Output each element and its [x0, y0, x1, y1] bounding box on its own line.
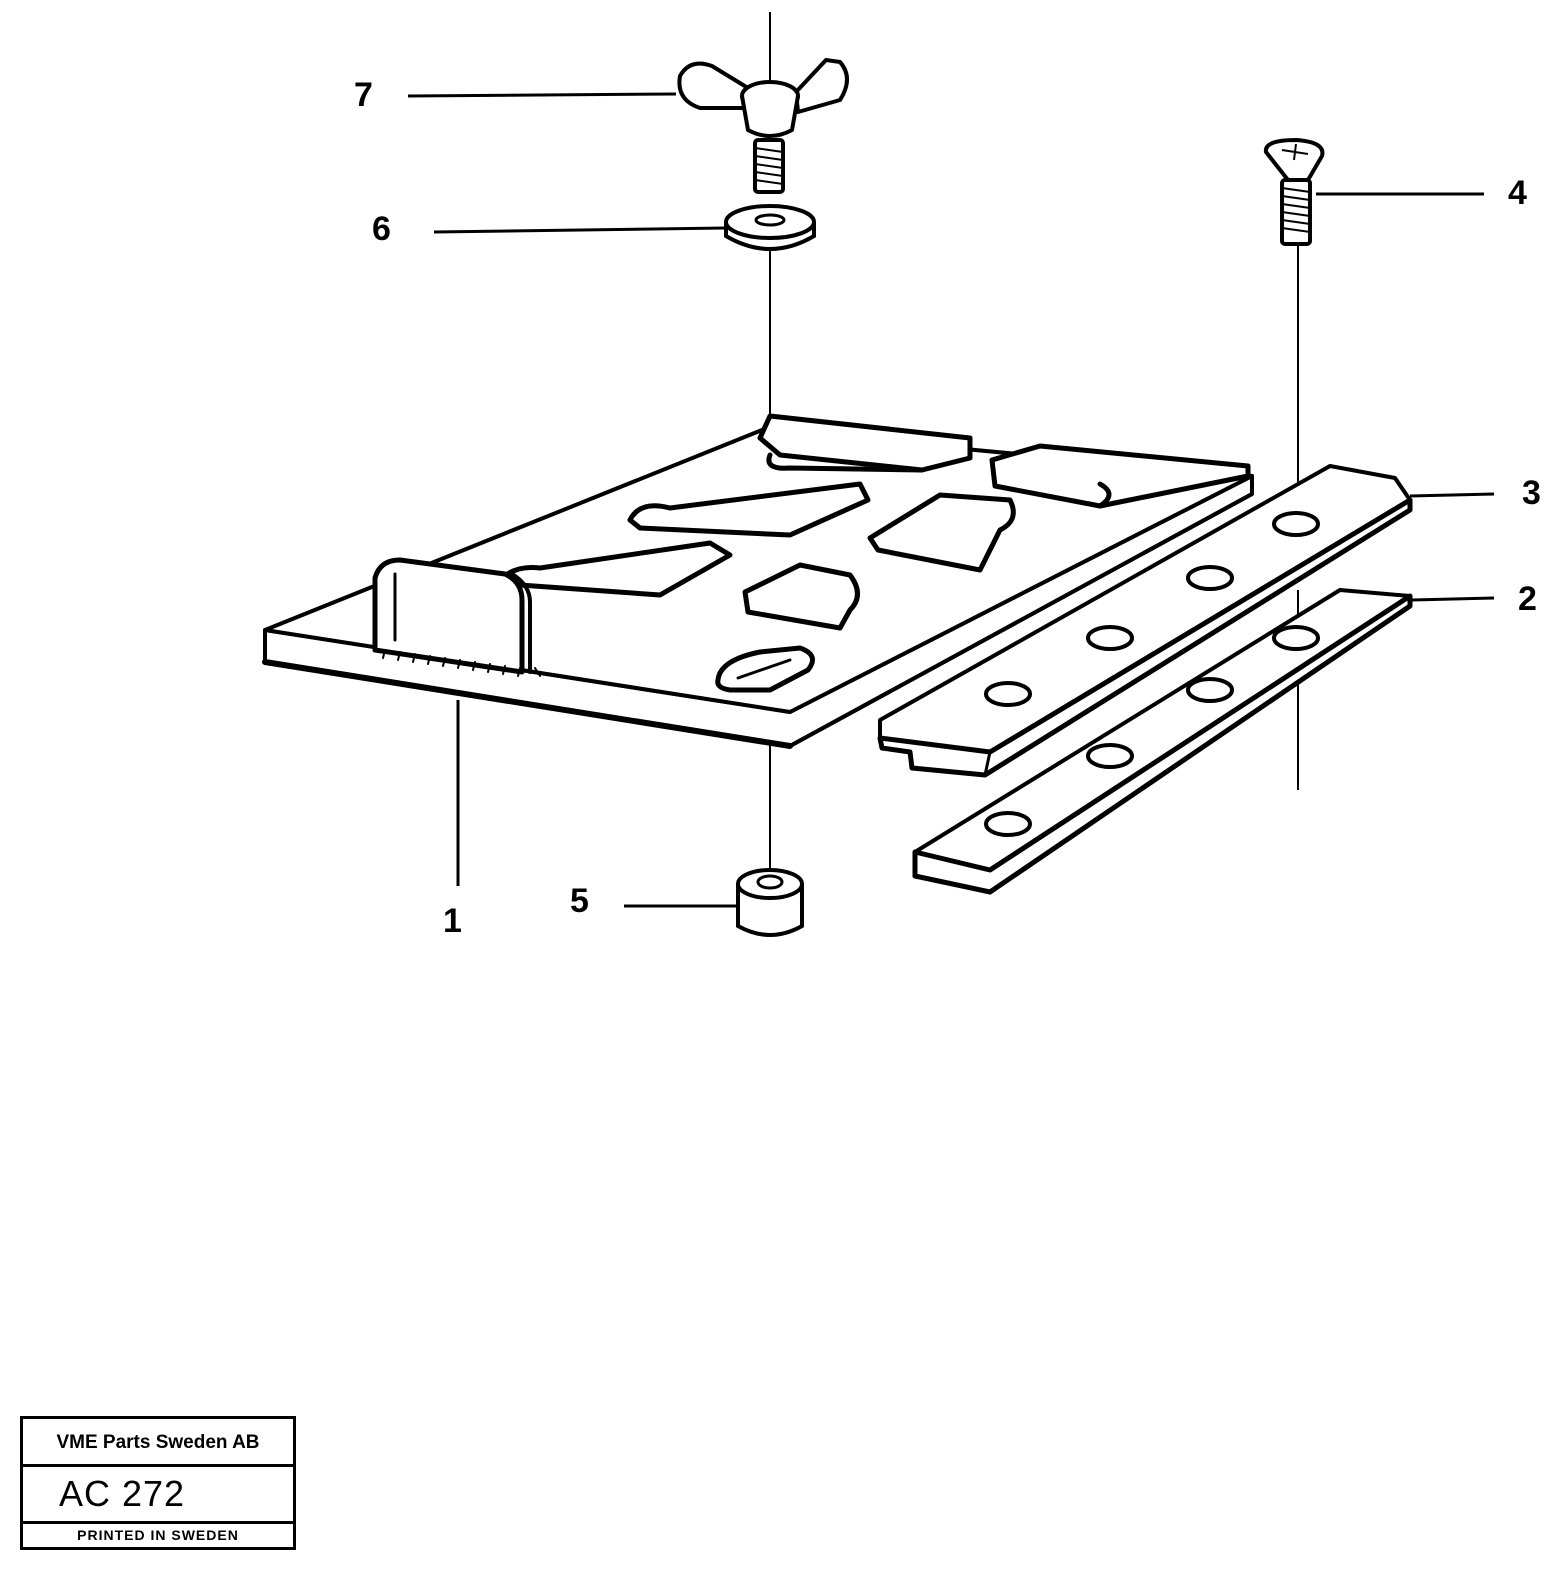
- title-block: VME Parts Sweden AB AC 272 PRINTED IN SW…: [20, 1416, 296, 1550]
- callout-7: 7: [354, 76, 373, 114]
- part-7-wing-nut: [677, 58, 849, 194]
- part-5-spacer: [736, 868, 804, 937]
- leader-lines: [407, 92, 1495, 908]
- callout-5: 5: [570, 882, 589, 920]
- part-1-base-plate: [262, 413, 1254, 749]
- callout-numbers: 1 2 3 4 5 6 7: [354, 76, 1541, 940]
- callout-1: 1: [443, 902, 462, 940]
- callout-3: 3: [1522, 474, 1541, 512]
- printed-note: PRINTED IN SWEDEN: [23, 1521, 293, 1547]
- part-6-washer: [724, 204, 816, 251]
- part-4-screw: [1263, 138, 1325, 246]
- part-3-upper-bar: [877, 464, 1413, 778]
- company-name: VME Parts Sweden AB: [23, 1419, 293, 1467]
- callout-2: 2: [1518, 580, 1537, 618]
- part-2-lower-bar: [912, 588, 1413, 895]
- callout-6: 6: [372, 210, 391, 248]
- callout-4: 4: [1508, 174, 1527, 212]
- drawing-code: AC 272: [59, 1473, 186, 1514]
